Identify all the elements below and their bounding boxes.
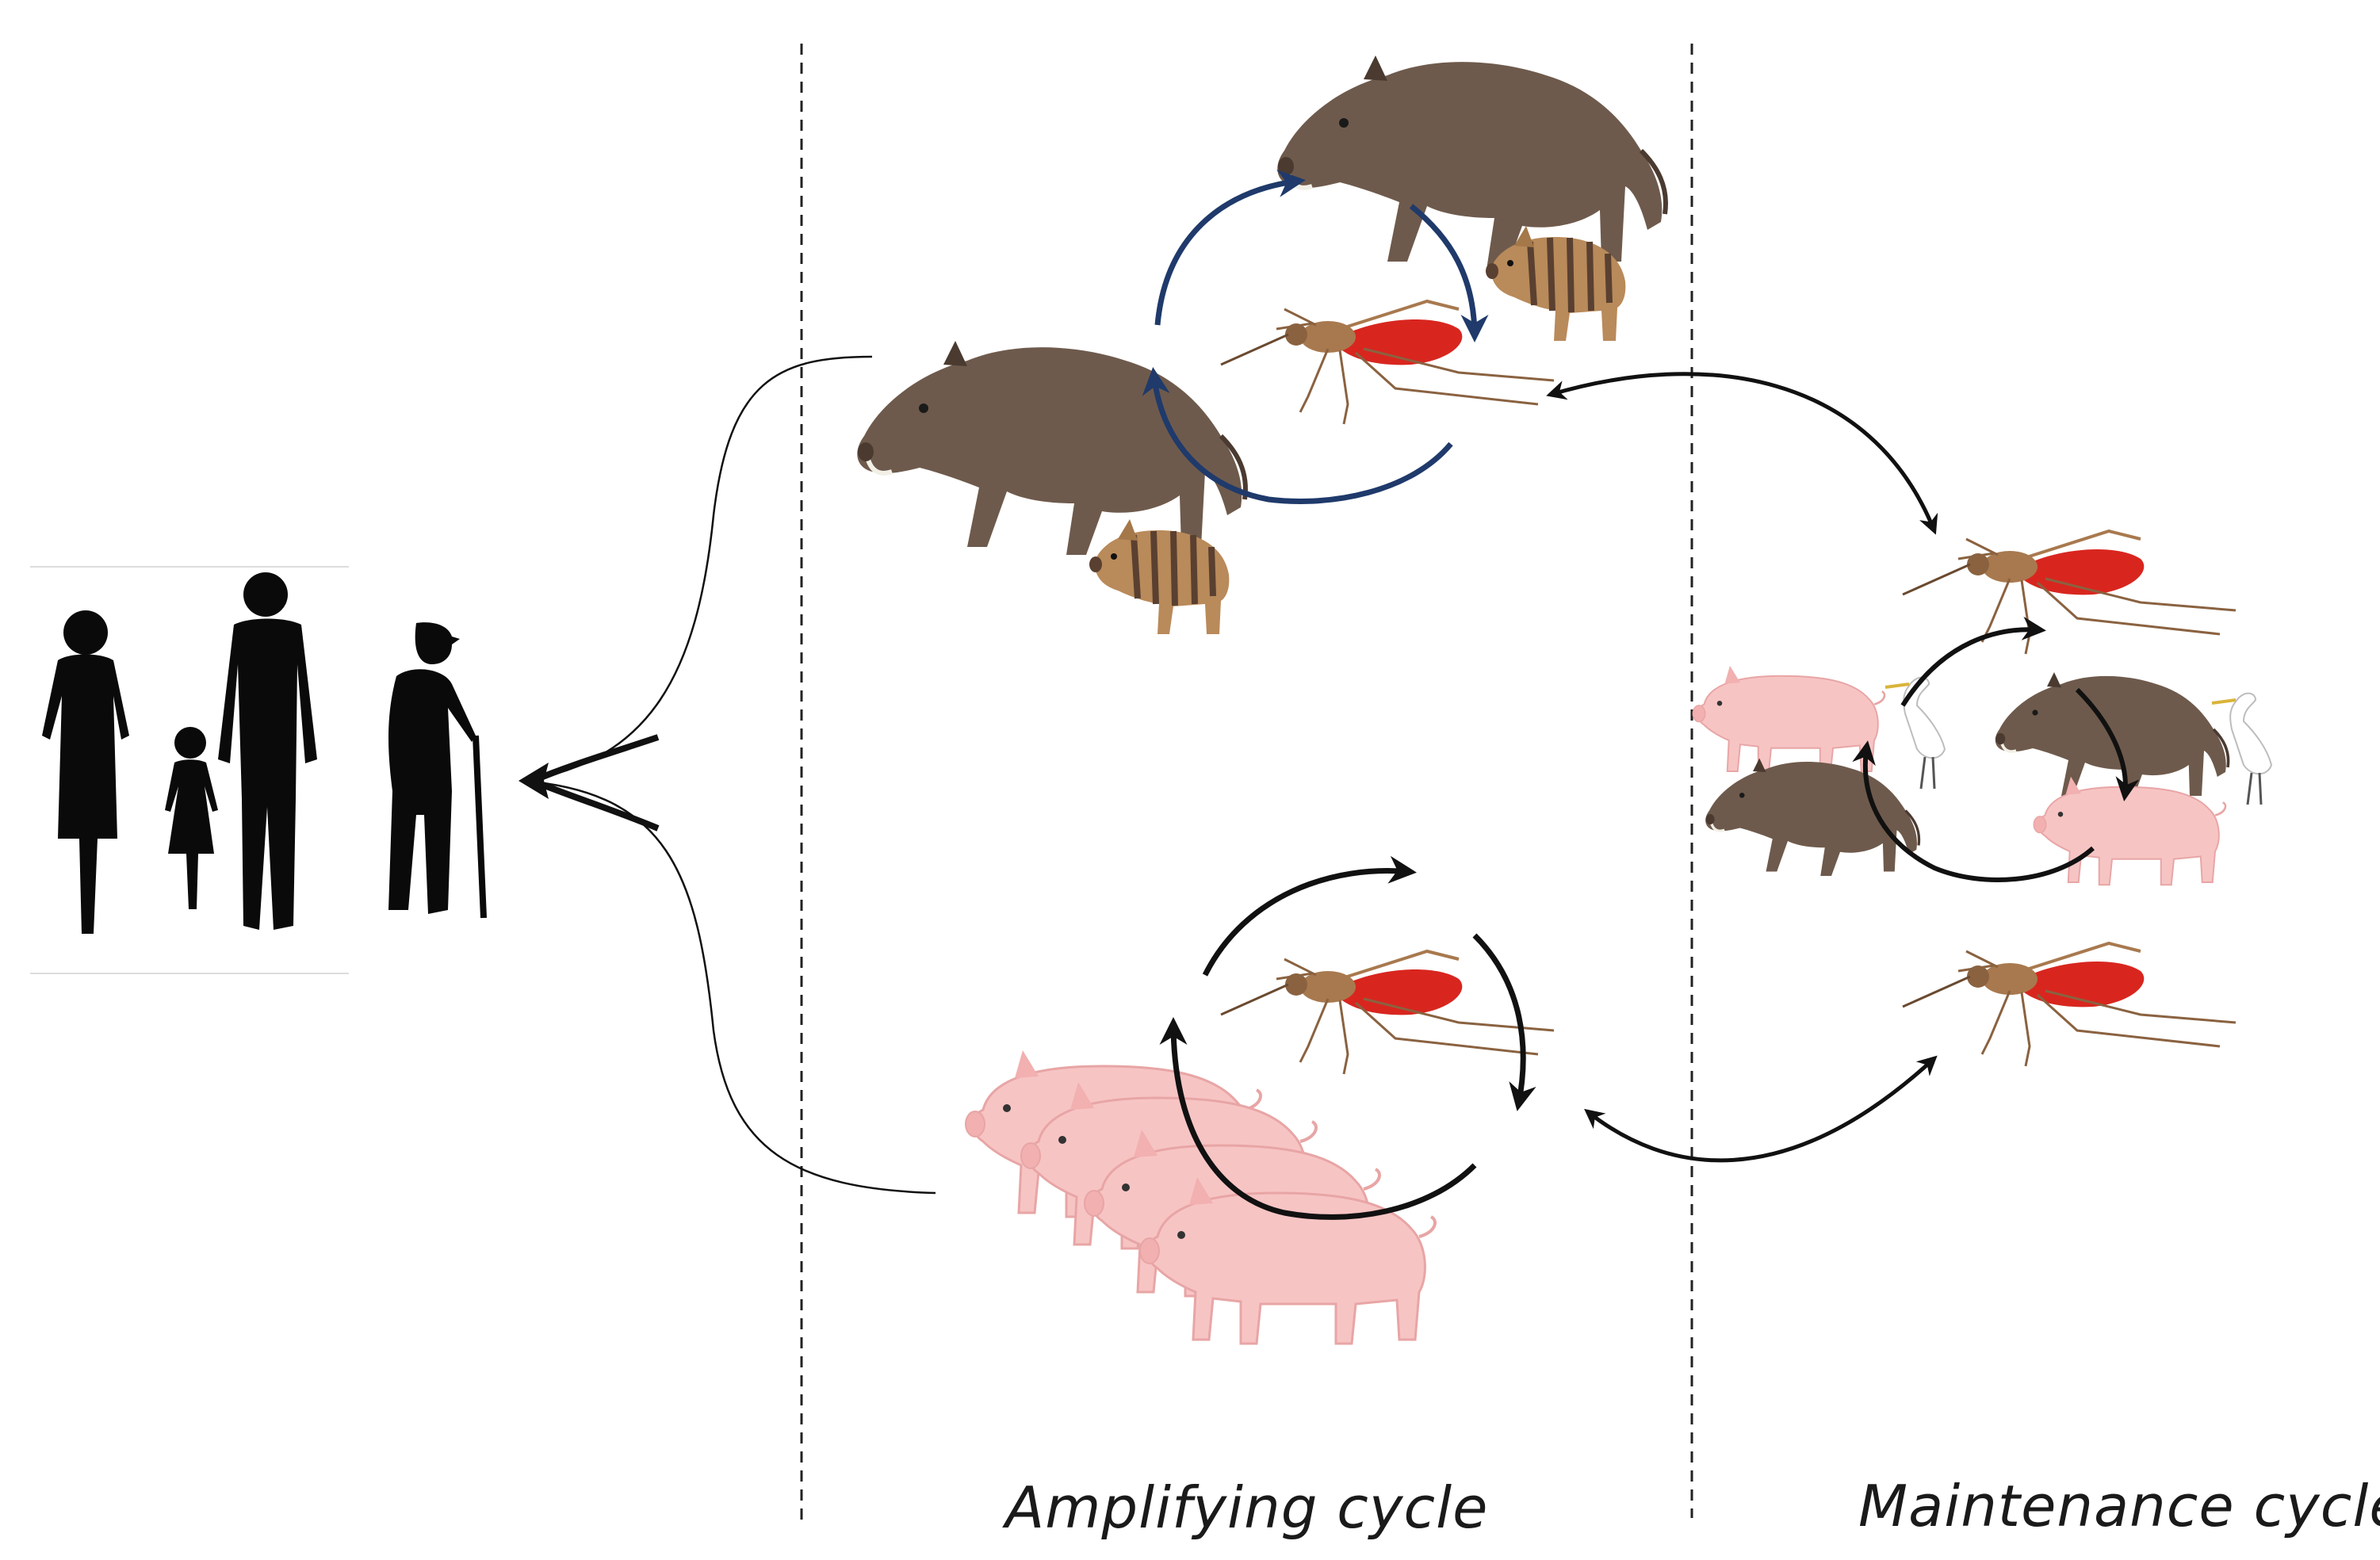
- maintenance-reservoir: [1691, 530, 2273, 1068]
- wild-cycle-arrows: [1142, 169, 1489, 504]
- exchange-arrows: [1546, 372, 1938, 1163]
- pig-cycle-arrows: [1159, 855, 1536, 1220]
- transmission-arrows-to-humans: [518, 355, 936, 1195]
- human-family-silhouette: [30, 566, 484, 974]
- maintenance-cycle-arrows: [1852, 616, 2140, 882]
- caption-amplifying-cycle: Amplifying cycle: [1005, 1474, 1489, 1541]
- caption-maintenance-cycle: Maintenance cycle: [1858, 1473, 2380, 1539]
- domestic-pig-cycle: [964, 855, 1555, 1345]
- wild-boar-cycle: [857, 55, 1666, 634]
